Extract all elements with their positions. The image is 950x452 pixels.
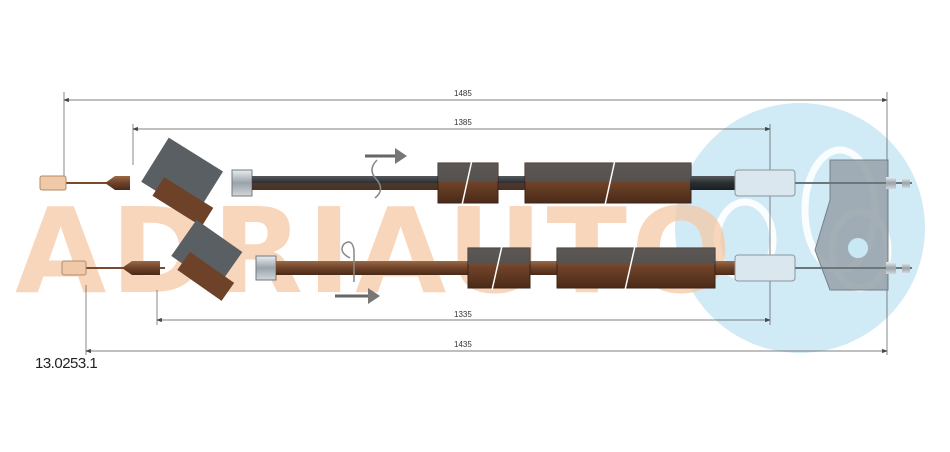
connector-housing: [171, 219, 243, 301]
dimension-1435: 1435: [454, 340, 472, 349]
part-number-label: 13.0253.1: [35, 355, 98, 372]
end-ferrule: [61, 260, 87, 276]
dimension-1335: 1335: [454, 310, 472, 319]
retaining-clip: [335, 241, 380, 304]
dimension-1385: 1385: [454, 118, 472, 127]
cable-bottom: [61, 219, 912, 304]
end-fitting: [122, 261, 160, 275]
connector-housing: [141, 137, 224, 227]
end-clip: [734, 254, 796, 282]
retaining-clip: [365, 148, 407, 199]
mounting-bracket: [814, 159, 889, 291]
cable-top: [39, 137, 912, 227]
end-clip: [734, 169, 796, 197]
dimension-1485: 1485: [454, 89, 472, 98]
adjuster-nut: [255, 255, 277, 281]
end-fitting: [105, 176, 130, 190]
adjuster-nut: [231, 169, 253, 197]
end-ferrule: [39, 175, 67, 191]
